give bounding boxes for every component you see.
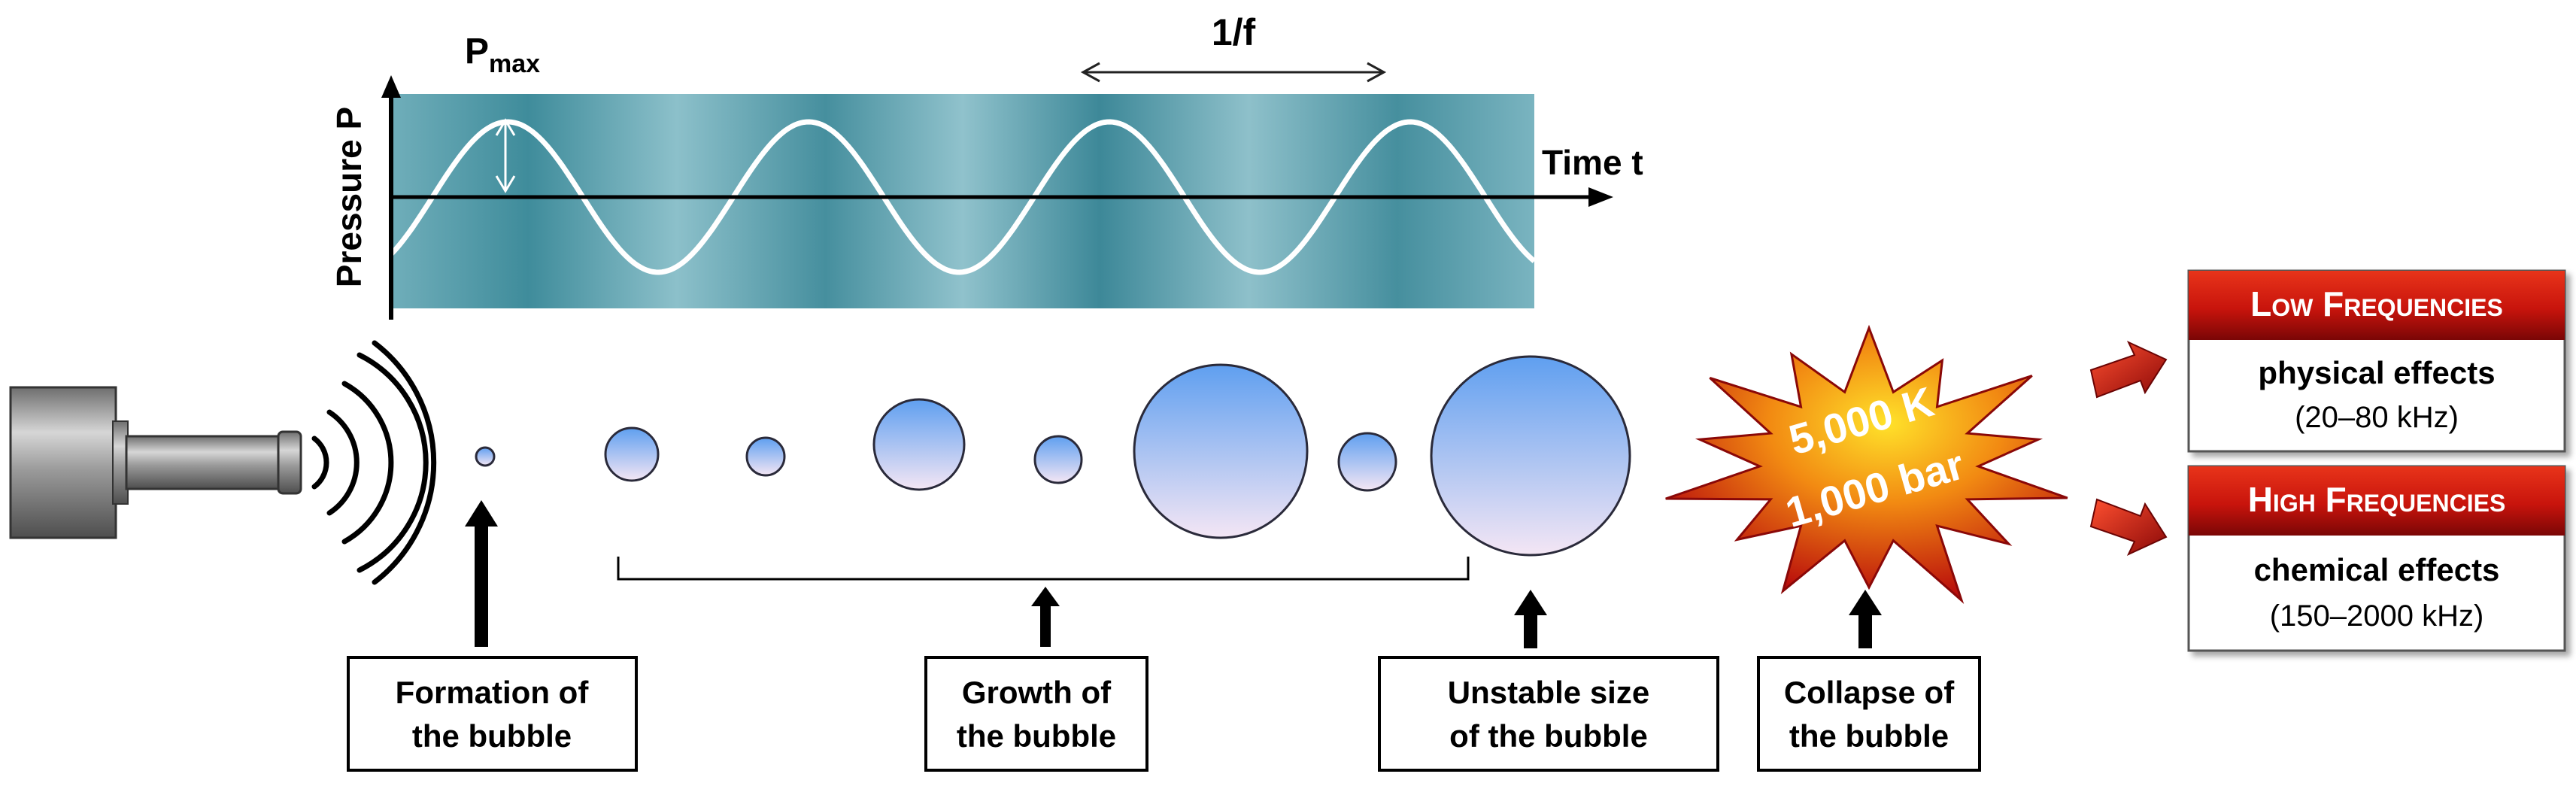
high-frequencies-effect: chemical effects: [2254, 552, 2500, 587]
transducer-body: [9, 386, 117, 539]
sound-waves-icon: [311, 340, 437, 585]
bubble-1: [475, 446, 496, 467]
collapse-burst: 5,000 K 1,000 bar: [1665, 324, 2068, 604]
pressure-axis-arrowhead: [381, 75, 401, 98]
collapse-line1: Collapse of: [1784, 675, 1955, 710]
unstable-arrow: [1514, 590, 1547, 648]
pressure-wave-panel: Pmax 1/f Pressure P Time t: [329, 11, 1643, 320]
bubble-sequence: [475, 355, 1631, 557]
period-arrow-head-left: [1080, 62, 1100, 83]
high-frequencies-box: High Frequencies chemical effects (150–2…: [2187, 465, 2566, 652]
collapse-line2: the bubble: [1789, 718, 1949, 754]
transducer-tip: [277, 430, 302, 495]
formation-line1: Formation of: [396, 675, 590, 710]
pressure-sine-wave: [389, 119, 1537, 275]
high-frequencies-header: [2189, 466, 2565, 536]
stage-collapse-box: Collapse of the bubble: [1757, 656, 1981, 772]
bubble-5: [1033, 435, 1083, 484]
stage-arrows: [465, 500, 1882, 648]
stage-formation-box: Formation of the bubble: [347, 656, 638, 772]
bubble-7: [1337, 432, 1397, 492]
arrow-to-low-frequencies: [2089, 340, 2168, 399]
time-axis-arrowhead: [1588, 187, 1613, 207]
high-frequencies-range: (150–2000 kHz): [2270, 599, 2484, 633]
low-frequencies-header: [2189, 271, 2565, 340]
stage-growth-box: Growth of the bubble: [924, 656, 1148, 772]
period-label: 1/f: [1212, 11, 1256, 53]
growth-line1: Growth of: [962, 675, 1112, 710]
formation-arrow: [465, 500, 498, 647]
growth-bracket: [617, 557, 1470, 581]
time-axis-label: Time t: [1542, 143, 1643, 182]
formation-line2: the bubble: [412, 718, 572, 754]
transducer-probe: [125, 435, 286, 490]
low-frequencies-title: Low Frequencies: [2250, 284, 2503, 323]
unstable-line2: of the bubble: [1449, 718, 1648, 754]
stage-unstable-box: Unstable size of the bubble: [1378, 656, 1719, 772]
pressure-axis-label: Pressure P: [329, 107, 369, 287]
wave-band: [391, 94, 1534, 308]
arrow-to-high-frequencies: [2089, 498, 2168, 557]
pmax-label: Pmax: [465, 32, 540, 78]
low-frequencies-box: Low Frequencies physical effects (20–80 …: [2187, 269, 2566, 453]
high-frequencies-title: High Frequencies: [2248, 480, 2506, 519]
bubble-6: [1133, 363, 1309, 539]
burst-shape: [1665, 324, 2068, 604]
period-arrow-head-right: [1367, 62, 1387, 83]
bubble-8: [1430, 355, 1631, 557]
growth-line2: the bubble: [957, 718, 1116, 754]
growth-arrow: [1031, 587, 1060, 647]
bubble-3: [745, 436, 786, 477]
ultrasonic-transducer: [9, 386, 302, 539]
low-frequencies-range: (20–80 kHz): [2295, 401, 2459, 434]
collapse-arrow: [1849, 590, 1882, 648]
amplitude-arrow-head-top: [495, 118, 516, 136]
unstable-line1: Unstable size: [1448, 675, 1649, 710]
bubble-4: [872, 398, 966, 491]
amplitude-arrow-head-bottom: [495, 175, 516, 193]
bubble-2: [604, 426, 660, 482]
low-frequencies-effect: physical effects: [2258, 355, 2495, 390]
